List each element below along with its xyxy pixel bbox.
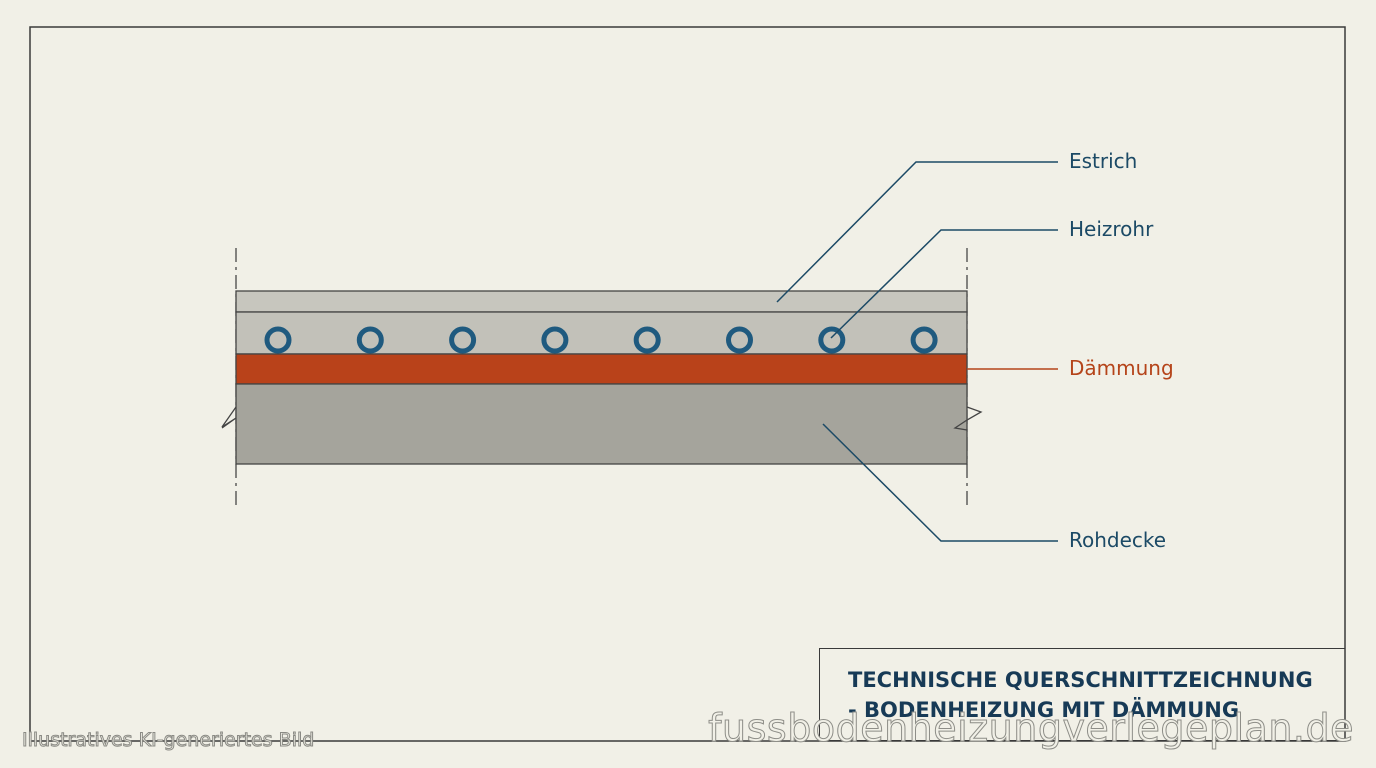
heizrohr-pipe [541, 326, 569, 354]
heizrohr-pipe [633, 326, 661, 354]
heizrohr-pipe [264, 326, 292, 354]
heizrohr-pipe [818, 326, 846, 354]
label-daemmung: Dämmung [1069, 356, 1174, 380]
title-line-2: - BODENHEIZUNG MIT DÄMMUNG [848, 698, 1240, 722]
drawing-frame [29, 26, 1346, 742]
estrich-leader-line [776, 161, 1058, 303]
left-break-symbol [221, 406, 237, 429]
heizrohr-pipe [356, 326, 384, 354]
estrich-layer [235, 311, 968, 355]
right-break-symbol [953, 406, 983, 431]
heizrohr-pipe [910, 326, 938, 354]
heizrohr-group [264, 326, 938, 354]
rohdecke-leader-line [822, 423, 1058, 542]
label-estrich: Estrich [1069, 149, 1138, 173]
heizrohr-pipe [449, 326, 477, 354]
heizrohr-pipe [726, 326, 753, 354]
watermark-domain: fussbodenheizungverlegeplan.de [708, 706, 1354, 751]
label-rohdecke: Rohdecke [1069, 528, 1167, 552]
estrich-top-strip [235, 290, 968, 313]
daemmung-layer [235, 353, 968, 385]
heizrohr-leader-line [830, 229, 1058, 339]
title-block: TECHNISCHE QUERSCHNITTZEICHNUNG - BODENH… [819, 648, 1345, 741]
title-line-1: TECHNISCHE QUERSCHNITTZEICHNUNG [848, 668, 1313, 692]
watermark-ai-notice: Illustratives KI-generiertes Bild [21, 729, 315, 752]
label-heizrohr: Heizrohr [1069, 217, 1154, 241]
rohdecke-layer [235, 383, 968, 465]
